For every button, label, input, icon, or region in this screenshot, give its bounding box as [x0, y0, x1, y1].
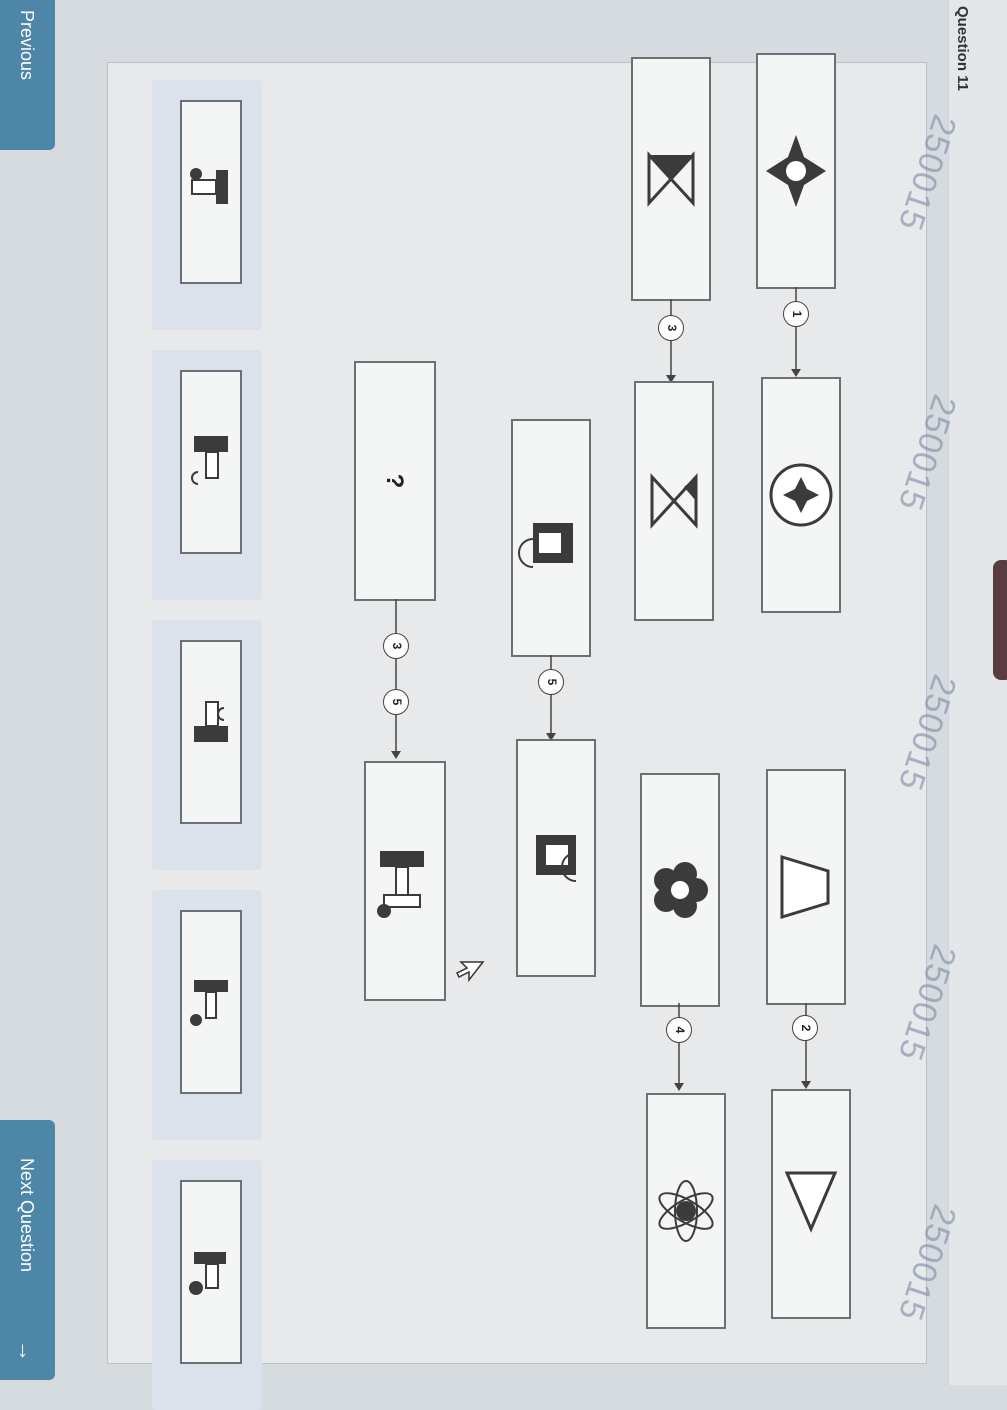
box-moon-rotated-icon [536, 835, 577, 882]
next-question-button[interactable]: Next Question → [0, 1120, 55, 1380]
card-flower [640, 773, 720, 1007]
transform-link-6 [381, 599, 411, 759]
card-triangle [771, 1089, 851, 1319]
transform-link-3 [656, 299, 686, 383]
four-point-star-icon [766, 135, 826, 207]
hammer-shape-option-4-icon [190, 980, 228, 1026]
answer-option-5[interactable] [152, 1160, 262, 1410]
operation-circle-1: 1 [783, 301, 809, 327]
operation-circle-7: 5 [383, 689, 409, 715]
next-question-button-label: Next Question [17, 1158, 37, 1273]
transform-link-1 [781, 287, 811, 377]
card-hourglass [631, 57, 711, 301]
answer-option-1[interactable] [152, 80, 262, 330]
card-unknown: ? [354, 361, 436, 601]
question-label: Question 11 [954, 6, 971, 92]
answer-card [180, 100, 242, 284]
card-box-moon-rotated [516, 739, 596, 977]
hammer-shape-icon [377, 851, 424, 918]
card-circled-star [761, 377, 841, 613]
hammer-shape-option-5-icon [189, 1252, 226, 1295]
transform-link-5 [536, 655, 566, 741]
atom-flower-icon [658, 1180, 714, 1242]
flower-icon [654, 862, 708, 918]
card-hammer-result [364, 761, 446, 1001]
card-trapezoid [766, 769, 846, 1005]
operation-circle-2: 2 [792, 1015, 818, 1041]
trapezoid-icon [780, 854, 830, 920]
card-hourglass-transformed [634, 381, 714, 621]
answer-card [180, 910, 242, 1094]
answer-card [180, 640, 242, 824]
mouse-cursor-icon [450, 960, 485, 986]
card-box-moon [511, 419, 591, 657]
previous-button[interactable]: Previous [0, 0, 55, 150]
hourglass-flipped-icon [650, 473, 698, 529]
answer-option-2[interactable] [152, 350, 262, 600]
previous-button-label: Previous [17, 10, 37, 81]
answer-card [180, 370, 242, 554]
unknown-symbol: ? [381, 473, 408, 489]
answer-options [122, 80, 262, 1410]
top-tab-handle[interactable] [993, 560, 1007, 680]
card-star-diamond [756, 53, 836, 289]
hammer-shape-option-3-icon [194, 701, 228, 742]
hammer-shape-option-1-icon [190, 168, 228, 204]
hammer-shape-option-2-icon [191, 436, 228, 485]
question-panel: 250015 250015 250015 250015 250015 1 [107, 53, 964, 1364]
operation-circle-6: 3 [383, 633, 409, 659]
operation-circle-4: 4 [666, 1017, 692, 1043]
triangle-icon [784, 1171, 838, 1233]
transform-link-4 [664, 1003, 694, 1091]
arrow-right-icon: → [14, 1340, 39, 1362]
hourglass-icon [647, 151, 695, 207]
card-atom-flower [646, 1093, 726, 1329]
box-moon-icon [518, 523, 573, 568]
operation-circle-3: 3 [658, 315, 684, 341]
answer-option-4[interactable] [152, 890, 262, 1140]
operation-circle-5: 5 [538, 669, 564, 695]
answer-card [180, 1180, 242, 1364]
answer-option-3[interactable] [152, 620, 262, 870]
circled-star-icon [769, 463, 833, 527]
